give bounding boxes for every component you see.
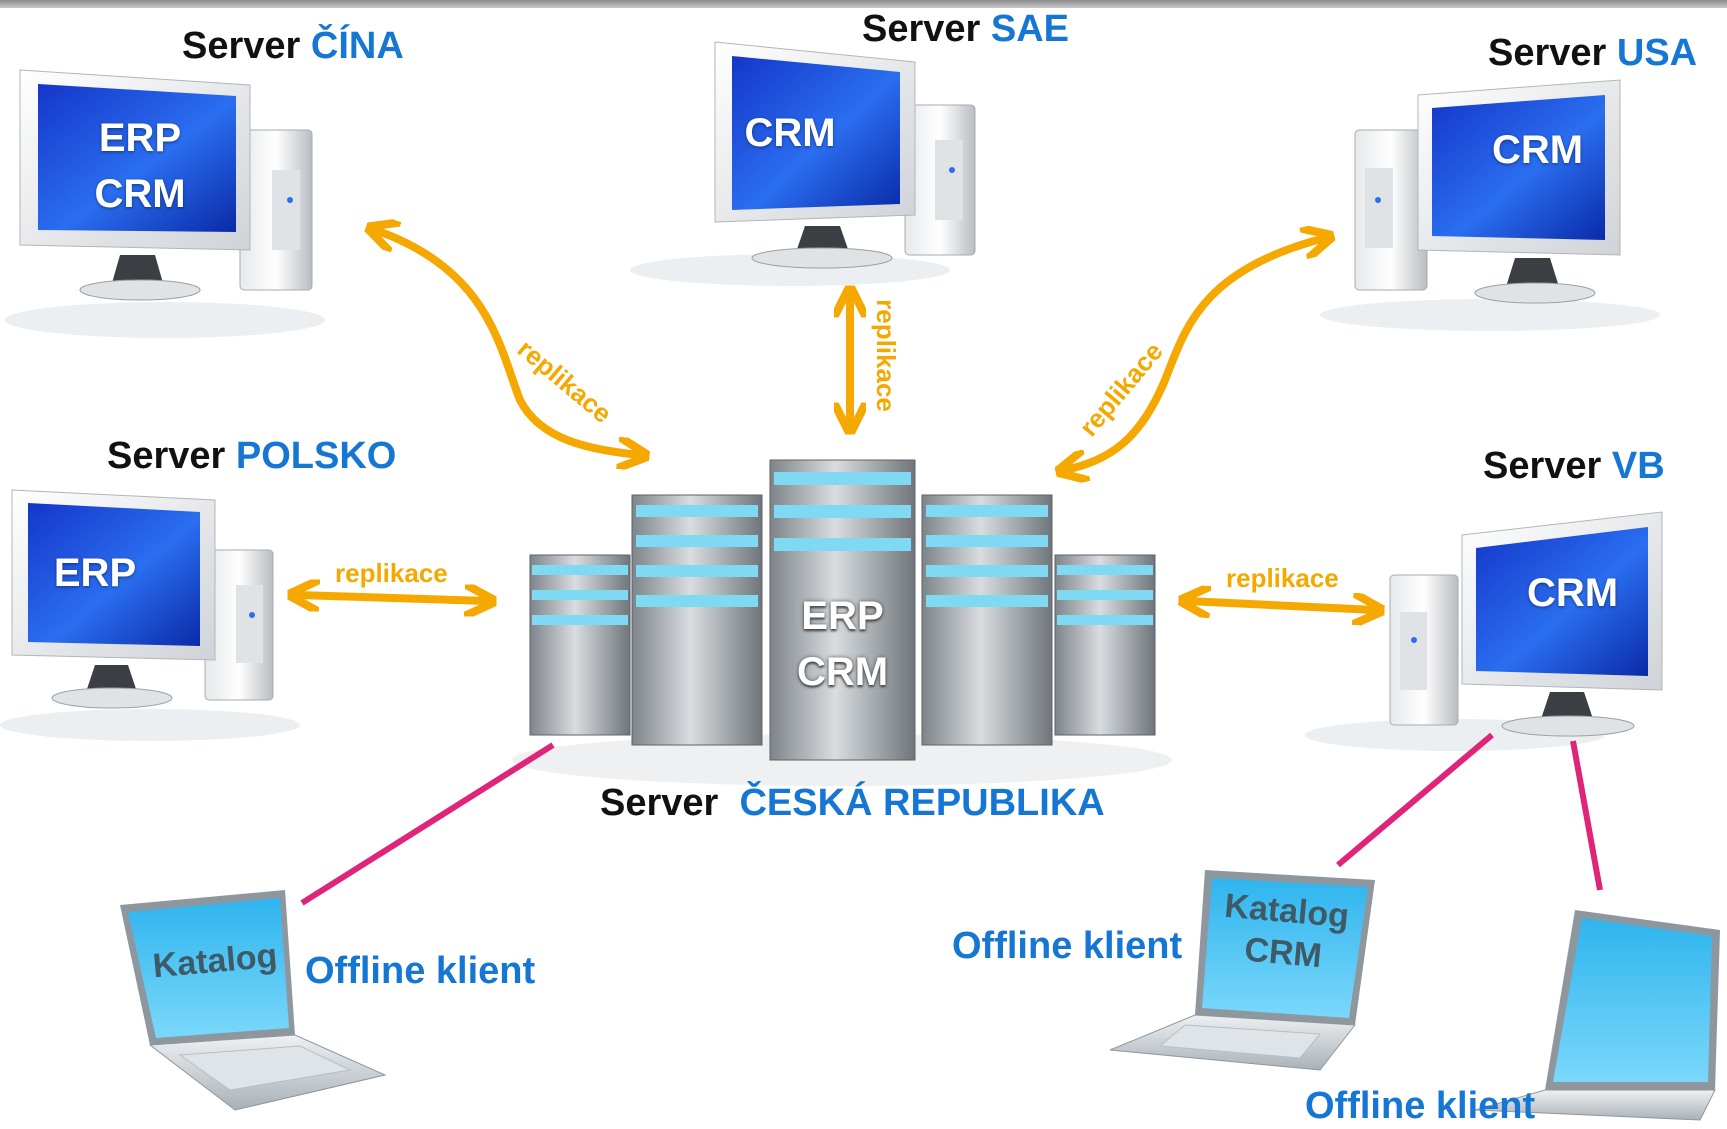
arrow-label-vb: replikace	[1226, 563, 1339, 593]
arrow-label-polsko: replikace	[335, 558, 448, 588]
laptop-right-1	[1109, 870, 1375, 1071]
central-server-apps: ERP CRM	[796, 594, 889, 694]
link-client-right-2	[1570, 740, 1603, 891]
link-client-right-1	[1336, 732, 1494, 868]
server-name-cina: ČÍNA	[310, 25, 404, 67]
central-server-cluster	[512, 459, 1172, 786]
computer-polsko	[0, 489, 300, 741]
server-name-usa: USA	[1616, 32, 1698, 74]
server-label-cina: Server ČÍNA	[182, 25, 404, 67]
offline-client-right-2-label: Offline klient	[1305, 1085, 1536, 1127]
arrow-cina	[375, 230, 640, 455]
top-border	[0, 0, 1727, 8]
screen-apps-usa: CRM	[1491, 128, 1584, 172]
offline-client-right-1-label: Offline klient	[952, 925, 1183, 967]
laptop-right-2	[1474, 910, 1720, 1121]
laptop-right-1-screen-text: Katalog CRM	[1223, 886, 1351, 976]
server-name-polsko: POLSKO	[235, 435, 397, 477]
server-label-usa: Server USA	[1488, 32, 1698, 74]
computer-sae	[630, 41, 976, 286]
server-label-vb: Server VB	[1483, 445, 1665, 487]
link-client-left	[300, 742, 555, 906]
server-name-cr: ČESKÁ REPUBLIKA	[739, 782, 1105, 824]
laptop-left	[120, 890, 387, 1111]
screen-apps-sae: CRM	[744, 111, 836, 155]
server-label-sae: Server SAE	[862, 8, 1070, 50]
server-name-vb: VB	[1611, 445, 1665, 487]
server-name-sae: SAE	[990, 8, 1070, 50]
computer-vb	[1305, 511, 1663, 751]
server-label-polsko: Server POLSKO	[107, 435, 397, 477]
screen-apps-vb: CRM	[1526, 571, 1619, 615]
server-label-cr: Server ČESKÁ REPUBLIKA	[600, 782, 1105, 824]
arrow-vb	[1188, 601, 1375, 610]
screen-apps-cina: ERP CRM	[94, 116, 186, 216]
arrow-label-sae: replikace	[870, 299, 901, 412]
computer-cina	[5, 69, 325, 338]
arrow-polsko	[297, 595, 487, 601]
computer-usa	[1320, 79, 1660, 331]
screen-apps-polsko: ERP	[53, 551, 137, 595]
offline-client-left-label: Offline klient	[305, 950, 536, 992]
arrow-usa	[1065, 238, 1325, 470]
